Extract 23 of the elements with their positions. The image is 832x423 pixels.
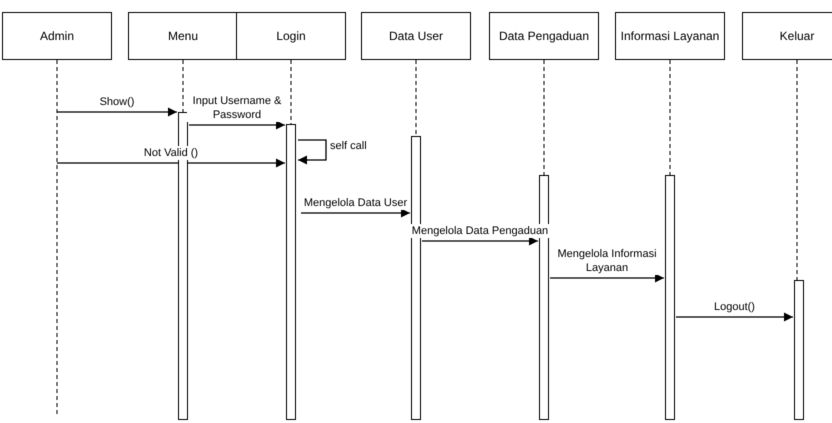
message-arrow — [301, 208, 410, 218]
message-arrow — [57, 158, 285, 168]
activation-bar — [665, 175, 675, 420]
participant-box: Login — [236, 12, 346, 60]
message-arrow — [550, 274, 664, 282]
lifeline — [290, 60, 292, 124]
participant-box: Informasi Layanan — [615, 12, 725, 60]
participant-box: Menu — [128, 12, 238, 60]
participant-box: Admin — [2, 12, 112, 60]
lifeline — [796, 60, 798, 280]
participant-box: Data User — [361, 12, 471, 60]
participant-box: Keluar — [742, 12, 832, 60]
message-arrow — [57, 108, 177, 116]
message-label: Mengelola Data Pengaduan — [410, 224, 550, 238]
activation-bar — [286, 124, 296, 420]
message-arrow — [422, 236, 538, 246]
message-arrow — [189, 120, 285, 130]
participant-box: Data Pengaduan — [489, 12, 599, 60]
lifeline — [56, 60, 58, 416]
activation-bar — [794, 280, 804, 420]
message-arrow — [676, 312, 793, 322]
message-arrow — [298, 139, 327, 164]
lifeline — [182, 60, 184, 112]
